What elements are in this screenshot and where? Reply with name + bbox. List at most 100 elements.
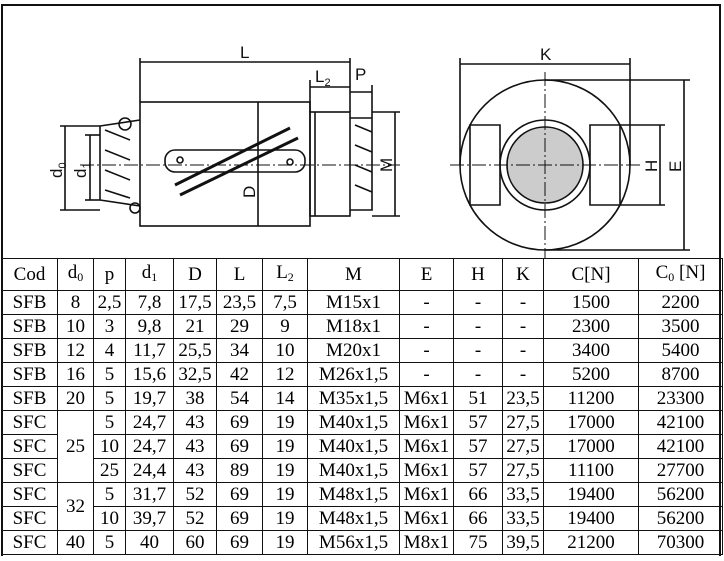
table-cell: 39,5 [502,530,544,555]
table-cell: 31,7 [125,482,174,507]
table-cell: 54 [216,386,263,411]
header-subscript: 1 [151,269,158,284]
table-cell: 10 [262,338,308,363]
table-cell: 19 [262,506,308,531]
table-cell: 1500 [543,290,639,315]
dim-d0-label: d0 [47,162,69,178]
table-cell: 9 [262,314,308,339]
header-text: D [188,263,202,285]
technical-drawing: L L2 P d0 d1 D M K H E [47,43,690,258]
table-cell: M40x1,5 [307,410,400,435]
table-cell: 38 [173,386,217,411]
table-cell: 51 [453,386,503,411]
table-cell: 21200 [543,530,639,555]
table-cell: 39,7 [125,506,174,531]
table-cell: - [453,314,503,339]
table-cell: M40x1,5 [307,458,400,483]
table-cell: 42 [216,362,263,387]
table-cell: - [399,290,454,315]
table-cell: 43 [173,458,217,483]
table-cell: 19 [262,434,308,459]
table-cell: 19 [262,482,308,507]
table-cell: 12 [262,362,308,387]
table-cell: 17,5 [173,290,217,315]
table-cell: SFC [1,458,58,483]
table-cell: 7,5 [262,290,308,315]
table-cell: 25 [93,458,126,483]
table-cell: 19400 [543,482,639,507]
table-cell: - [502,314,544,339]
table-cell: 10 [93,434,126,459]
table-cell: SFB [1,338,58,363]
table-cell: - [453,338,503,363]
table-cell: 2200 [638,290,723,315]
dim-L2-label: L2 [315,67,331,89]
table-cell: - [453,290,503,315]
table-cell: 15,6 [125,362,174,387]
table-cell: 42100 [638,434,723,459]
table-cell: 8 [57,290,94,315]
column-header: d0 [57,258,94,291]
table-cell: M48x1,5 [307,506,400,531]
table-cell: 11200 [543,386,639,411]
table-cell: 52 [173,506,217,531]
table-cell: M35x1,5 [307,386,400,411]
table-cell: M6x1 [399,410,454,435]
table-cell: 69 [216,434,263,459]
table-cell: M6x1 [399,482,454,507]
table-cell: 43 [173,410,217,435]
table-cell: 56200 [638,506,723,531]
table-cell: - [399,362,454,387]
header-text: K [516,263,530,285]
table-cell: - [502,362,544,387]
table-cell: 40 [57,530,94,555]
table-cell: SFC [1,410,58,435]
table-cell: 69 [216,530,263,555]
table-cell: 34 [216,338,263,363]
table-cell: SFC [1,506,58,531]
header-text: M [345,263,362,285]
table-cell: 2,5 [93,290,126,315]
table-cell: - [399,338,454,363]
table-cell: 5 [93,362,126,387]
table-cell: 2300 [543,314,639,339]
table-cell: 12 [57,338,94,363]
table-cell: - [399,314,454,339]
table-cell: 19,7 [125,386,174,411]
table-cell: 3400 [543,338,639,363]
column-header: d1 [125,258,174,291]
table-cell: 14 [262,386,308,411]
header-text: d [141,261,152,283]
table-cell: 27,5 [502,434,544,459]
table-cell: 23300 [638,386,723,411]
table-cell: M18x1 [307,314,400,339]
dim-P-label: P [355,65,366,84]
table-cell: - [453,362,503,387]
header-text: C[N] [571,263,611,285]
table-cell: 5 [93,386,126,411]
column-header: Cod [1,258,58,291]
table-cell: 24,7 [125,434,174,459]
table-cell: 57 [453,458,503,483]
table-cell: 5 [93,530,126,555]
table-cell: M40x1,5 [307,434,400,459]
table-cell: 66 [453,506,503,531]
table-cell: 24,4 [125,458,174,483]
table-cell: 10 [93,506,126,531]
header-text: d [67,261,78,283]
header-subscript: 0 [668,269,675,284]
header-text: C [655,261,669,283]
table-cell: M6x1 [399,434,454,459]
table-cell: 27700 [638,458,723,483]
table-cell: 17000 [543,410,639,435]
column-header: L [216,258,263,291]
table-cell: 32 [57,482,94,531]
table-cell: 42100 [638,410,723,435]
